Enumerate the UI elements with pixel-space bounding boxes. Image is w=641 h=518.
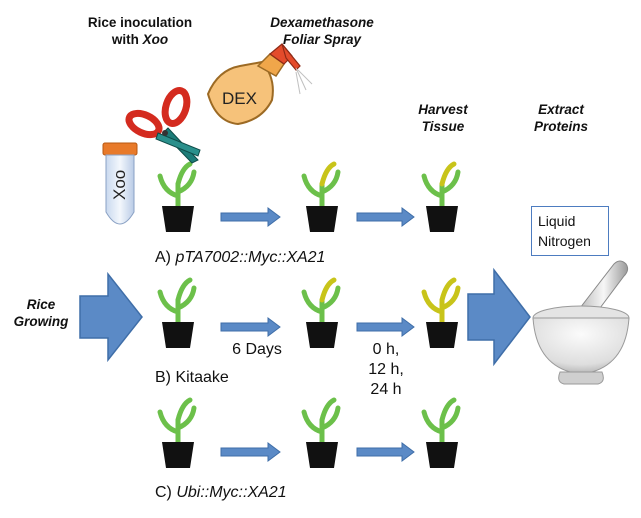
rice-growing-arrow xyxy=(79,271,143,363)
dex-header-line1: Dexamethasone xyxy=(270,15,374,30)
plant-a-3-pot xyxy=(426,206,458,232)
plant-a-1 xyxy=(157,161,197,232)
row-a-prefix: A) xyxy=(155,249,176,266)
plant-c-1 xyxy=(157,397,197,468)
scissors-icon xyxy=(125,87,201,164)
liquid-nitrogen-line2: Nitrogen xyxy=(538,233,591,249)
inoculation-with: with xyxy=(111,32,143,47)
arrow-c2 xyxy=(356,442,415,462)
row-label-a: A) pTA7002::Myc::XA21 xyxy=(155,249,325,267)
row-c-name: Ubi::Myc::XA21 xyxy=(176,484,287,501)
dex-header-line2: Foliar Spray xyxy=(282,32,362,47)
arrow-b1 xyxy=(220,317,281,337)
plant-b-3 xyxy=(421,277,461,348)
plant-c-2-pot xyxy=(306,442,338,468)
dex-header: Dexamethasone Foliar Spray xyxy=(262,14,382,48)
arrow-a2 xyxy=(356,207,415,227)
liquid-nitrogen-line1: Liquid xyxy=(538,213,576,229)
plant-c-1-pot xyxy=(162,442,194,468)
plant-b-1 xyxy=(157,277,197,348)
plant-b-2-pot xyxy=(306,322,338,348)
rice-growing-line2: Growing xyxy=(13,314,69,329)
plant-a-2 xyxy=(301,161,341,232)
six-days-label: 6 Days xyxy=(232,341,282,358)
plant-a-2-pot xyxy=(306,206,338,232)
row-label-b: B) Kitaake xyxy=(155,369,229,387)
row-label-c: C) Ubi::Myc::XA21 xyxy=(155,484,287,502)
plant-a-3 xyxy=(421,161,461,232)
xoo-tube-icon: Xoo xyxy=(102,142,138,225)
timepoints: 0 h, 12 h, 24 h xyxy=(358,340,414,400)
timepoint-12h: 12 h, xyxy=(368,361,404,378)
rice-growing-line1: Rice xyxy=(26,297,56,312)
timepoint-0h: 0 h, xyxy=(372,341,400,358)
plant-c-3-pot xyxy=(426,442,458,468)
arrow-a1 xyxy=(220,207,281,227)
inoculation-header-line1: Rice inoculation xyxy=(87,15,193,30)
row-b-name: Kitaake xyxy=(175,369,229,386)
plant-b-2 xyxy=(301,277,341,348)
extract-header: Extract Proteins xyxy=(524,101,598,135)
extract-header-line1: Extract xyxy=(538,102,584,117)
liquid-nitrogen-box: Liquid Nitrogen xyxy=(531,206,609,256)
timepoint-24h: 24 h xyxy=(370,381,402,398)
harvest-header-line1: Harvest xyxy=(418,102,468,117)
inoculation-header: Rice inoculation with Xoo xyxy=(80,14,200,48)
plant-b-3-pot xyxy=(426,322,458,348)
extract-arrow xyxy=(467,267,531,367)
harvest-header-line2: Tissue xyxy=(421,119,465,134)
dex-spray-bottle-icon: DEX xyxy=(206,43,313,126)
row-b-prefix: B) xyxy=(155,369,176,386)
row-c-prefix: C) xyxy=(155,484,177,501)
dex-bottle-label: DEX xyxy=(222,89,257,108)
mortar-pestle-icon xyxy=(532,260,630,385)
harvest-header: Harvest Tissue xyxy=(408,101,478,135)
arrow-c1 xyxy=(220,442,281,462)
xoo-tube-label: Xoo xyxy=(110,170,129,200)
plant-c-3 xyxy=(421,397,461,468)
arrow-b2 xyxy=(356,317,415,337)
plant-b-1-pot xyxy=(162,322,194,348)
inoculation-xoo: Xoo xyxy=(142,32,169,47)
rice-growing-label: Rice Growing xyxy=(4,296,78,330)
plant-c-2 xyxy=(301,397,341,468)
row-a-name: pTA7002::Myc::XA21 xyxy=(175,249,326,266)
extract-header-line2: Proteins xyxy=(533,119,588,134)
plant-a-1-pot xyxy=(162,206,194,232)
